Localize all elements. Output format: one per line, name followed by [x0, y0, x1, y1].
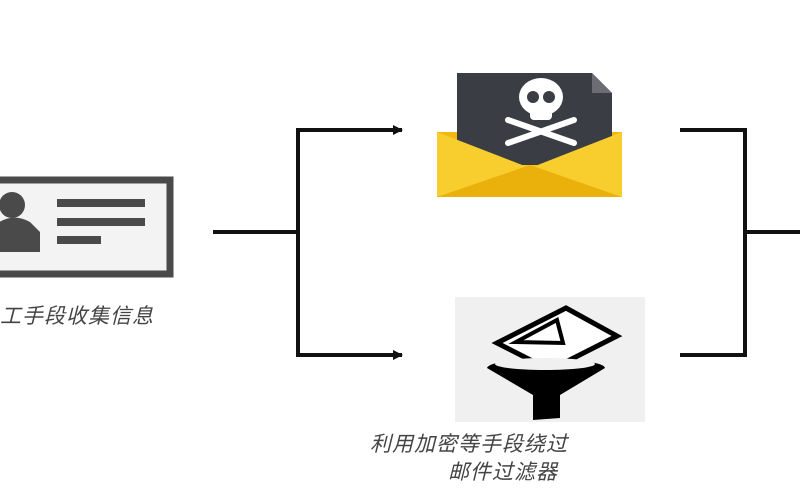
left-connector: [213, 128, 395, 357]
email-filter-icon: [455, 297, 645, 422]
info-gathering-label: 工手段收集信息: [0, 304, 154, 328]
filter-bypass-label-line1: 利用加密等手段绕过: [370, 432, 568, 456]
skull-icon: [505, 78, 577, 146]
id-card-icon: [0, 176, 174, 278]
filter-bypass-label-line2: 邮件过滤器: [448, 460, 558, 484]
poison-email-icon: [437, 73, 622, 197]
right-connector: [680, 128, 800, 357]
